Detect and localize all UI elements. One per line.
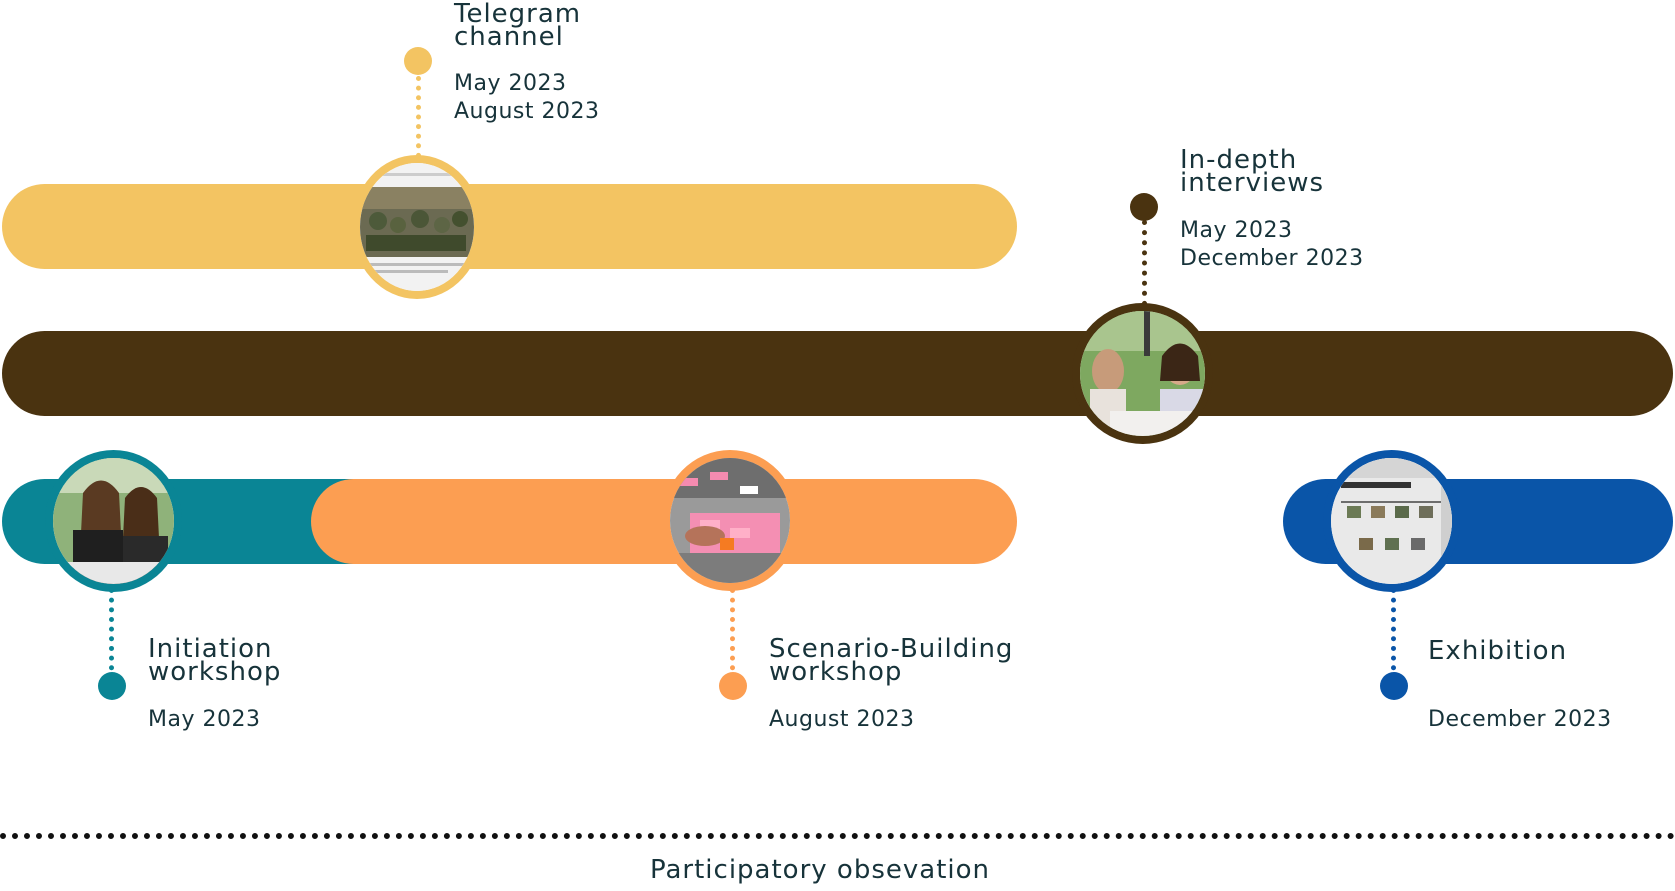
observation-label: Participatory obsevation — [649, 855, 991, 885]
exhibition-date: December 2023 — [1428, 707, 1612, 732]
initiation-dot — [98, 672, 126, 700]
interviews-photo — [1072, 303, 1213, 444]
exhibition-photo — [1323, 450, 1460, 592]
interviews-date-end: December 2023 — [1180, 246, 1364, 271]
initiation-connector — [109, 588, 114, 680]
initiation-photo — [45, 450, 182, 592]
interviews-bar — [2, 331, 1673, 416]
scenario-date: August 2023 — [769, 707, 915, 732]
exhibition-dot — [1380, 672, 1408, 700]
scenario-dot — [719, 672, 747, 700]
telegram-dot — [404, 47, 432, 75]
exhibition-title: Exhibition — [1428, 636, 1568, 666]
telegram-date-end: August 2023 — [454, 99, 600, 124]
scenario-connector — [730, 588, 735, 680]
interviews-date-start: May 2023 — [1180, 218, 1293, 243]
exhibition-connector — [1391, 588, 1396, 680]
interviews-title: In-depth interviews — [1180, 145, 1324, 198]
telegram-connector — [416, 76, 421, 158]
initiation-title: Initiation workshop — [148, 634, 282, 687]
telegram-photo — [352, 155, 482, 299]
interviews-dot — [1130, 193, 1158, 221]
scenario-title: Scenario-Building workshop — [769, 634, 1014, 687]
telegram-title: Telegram channel — [454, 0, 582, 52]
observation-line — [0, 833, 1675, 839]
telegram-date-start: May 2023 — [454, 71, 567, 96]
scenario-photo — [662, 450, 798, 591]
initiation-date: May 2023 — [148, 707, 261, 732]
interviews-connector — [1142, 220, 1147, 306]
telegram-bar — [2, 184, 1017, 269]
